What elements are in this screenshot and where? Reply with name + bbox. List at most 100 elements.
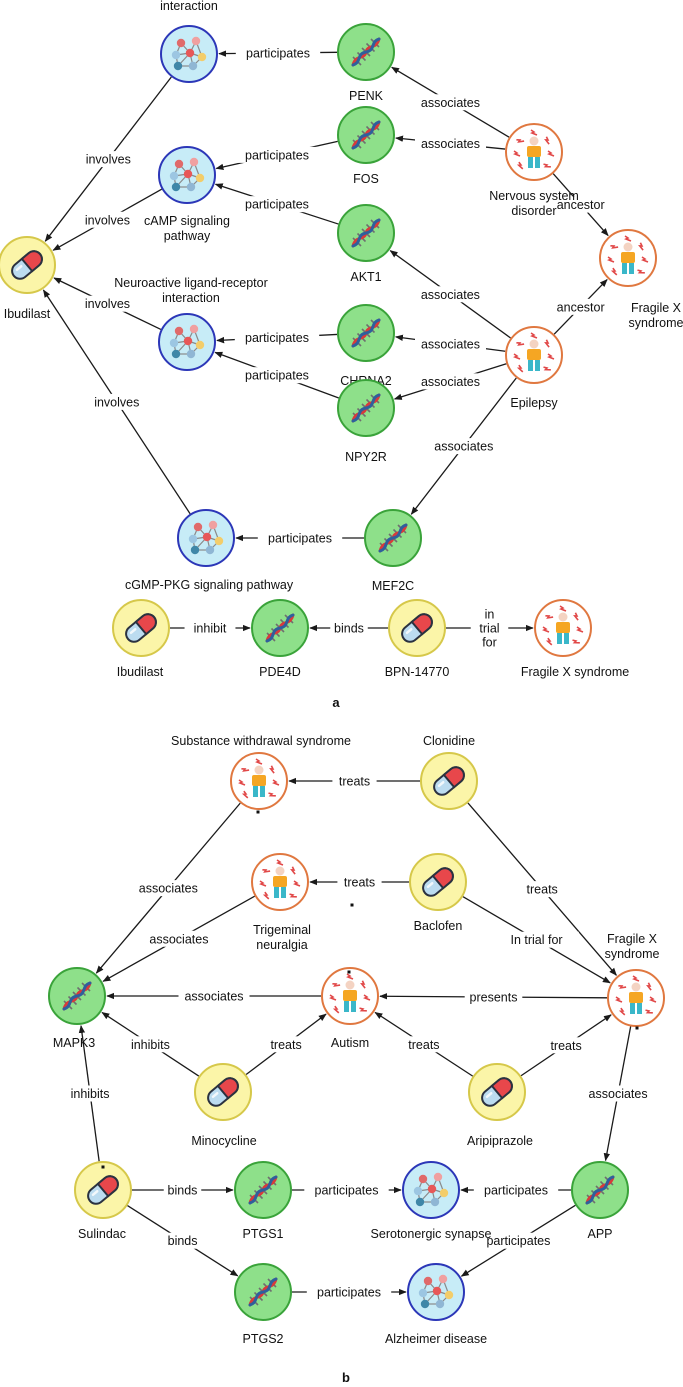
node-pathway-m_alz[interactable]: Alzheimer disease (385, 1263, 487, 1346)
edge-label-bg (414, 373, 486, 390)
person-symptoms-icon (607, 235, 649, 276)
node-pathway-n_cgmp[interactable]: cGMP-PKG signaling pathway (125, 509, 294, 592)
node-label: AKT1 (350, 270, 381, 284)
node-gene-n_npy2r[interactable]: NPY2R (337, 379, 395, 464)
node-label: syndrome (605, 947, 660, 961)
node-gene-n_akt1[interactable]: AKT1 (337, 204, 395, 284)
node-drug-m_bacl[interactable]: Baclofen (409, 853, 467, 933)
node-label: Baclofen (414, 919, 463, 933)
node-disease-m_autism[interactable]: Autism (321, 967, 379, 1050)
edge-label-bg (582, 1085, 654, 1102)
node-drug-m_sul[interactable]: Sulindac (74, 1161, 132, 1241)
edge-label: ancestor (557, 300, 605, 314)
node-gene-m_ptgs1[interactable]: PTGS1 (234, 1161, 292, 1241)
node-label: Serotonergic synapse (371, 1227, 492, 1241)
node-gene-m_app[interactable]: APP (571, 1161, 629, 1241)
edge-m_clon-m_sws: treats (288, 773, 420, 789)
edge-label-bg (163, 1232, 202, 1249)
edge-m_ptgs2-m_alz: participates (292, 1284, 407, 1300)
edge-m_bacl-m_fxs: In trial for (462, 896, 611, 984)
node-label: MEF2C (372, 579, 414, 593)
edge-m_mino-m_autism: treats (245, 1013, 327, 1076)
edge-label: treats (339, 775, 370, 789)
node-label: Minocycline (191, 1134, 256, 1148)
edge-label-bg (184, 620, 236, 636)
edge-n_akt1-n_camp: participates (214, 183, 339, 225)
edge-m_autism-m_mapk3: associates (106, 988, 321, 1004)
node-gene-n_fos[interactable]: FOS (337, 106, 395, 186)
edge-m_sul-m_mapk3: inhibits (61, 1024, 119, 1162)
node-pathway-m_sero[interactable]: Serotonergic synapse (371, 1161, 492, 1241)
node-disease-n_epi[interactable]: Epilepsy (505, 326, 563, 410)
node-label: Nervous system (489, 189, 579, 203)
person-symptoms-icon (542, 605, 584, 646)
edge-n_epi-n_fxs1: ancestor (551, 278, 610, 335)
edge-label: treats (408, 1038, 439, 1052)
edge-m_mino-m_mapk3: inhibits (101, 1011, 200, 1077)
edge-n_cgmp-n_ibu1: involves (42, 289, 191, 515)
edge-n_epi-n_chrna2: associates (394, 334, 506, 353)
network-icon (169, 324, 205, 359)
edge-label-bg (264, 1036, 309, 1053)
dna-icon (351, 120, 381, 150)
edge-m_arip-m_autism: treats (374, 1011, 474, 1077)
node-disease-n_fxs2[interactable]: Fragile X syndrome (521, 599, 629, 679)
edge-label: binds (168, 1184, 198, 1198)
edge-label-bg (78, 295, 137, 312)
edge-label-bg (473, 1182, 559, 1198)
node-drug-n_ibu2[interactable]: Ibudilast (112, 599, 170, 679)
dna-icon (585, 1175, 615, 1205)
edge-label-bg (234, 196, 320, 213)
node-label: MAPK3 (53, 1036, 95, 1050)
edge-label-bg (234, 367, 320, 384)
edge-n_camp-n_ibu1: involves (52, 188, 163, 251)
edge-m_app-m_alz: participates (460, 1204, 576, 1277)
node-label: neuralgia (256, 938, 307, 952)
edge-m_trig-m_mapk3: associates (102, 895, 256, 982)
edge-label: associates (421, 338, 480, 352)
node-drug-m_arip[interactable]: Aripiprazole (467, 1063, 533, 1148)
node-gene-n_chrna2[interactable]: CHRNA2 (337, 304, 395, 388)
edge-label: treats (527, 883, 558, 897)
edge-label-bg (464, 989, 523, 1006)
node-gene-n_penk[interactable]: PENK (337, 23, 395, 103)
person-symptoms-icon (513, 129, 555, 170)
edge-label: involves (94, 395, 139, 409)
node-gene-m_ptgs2[interactable]: PTGS2 (234, 1263, 292, 1346)
edge-label-bg (470, 606, 509, 650)
dna-icon (351, 37, 381, 67)
dna-icon (248, 1175, 278, 1205)
node-label: interaction (162, 291, 220, 305)
edge-label: inhibits (131, 1038, 170, 1052)
person-symptoms-icon (615, 975, 657, 1016)
node-label: PDE4D (259, 665, 301, 679)
dna-icon (378, 523, 408, 553)
node-drug-m_mino[interactable]: Minocycline (191, 1063, 257, 1148)
node-label: Sulindac (78, 1227, 126, 1241)
node-gene-n_mef2c[interactable]: MEF2C (364, 509, 422, 593)
dot-marker (635, 1026, 639, 1030)
edge-n_npy2r-n_nlri2: participates (214, 351, 340, 399)
pill-capsule-icon (401, 613, 433, 643)
node-drug-n_bpn[interactable]: BPN-14770 (385, 599, 450, 679)
edge-m_fxs-m_app: associates (582, 1026, 654, 1162)
edge-label-bg (337, 874, 382, 890)
node-disease-m_sws[interactable]: Substance withdrawal syndrome (171, 734, 351, 810)
node-gene-m_mapk3[interactable]: MAPK3 (48, 967, 106, 1050)
edge-label-bg (520, 881, 565, 898)
node-drug-n_ibu1[interactable]: Ibudilast (0, 236, 56, 321)
edge-n_nlri2-n_ibu1: involves (53, 277, 162, 331)
edge-n_epi-n_akt1: associates (389, 250, 511, 339)
edge-n_mef2c-n_cgmp: participates (235, 530, 364, 546)
edge-label: involves (85, 213, 130, 227)
node-gene-n_pde4d[interactable]: PDE4D (251, 599, 309, 679)
node-drug-m_clon[interactable]: Clonidine (420, 734, 478, 810)
